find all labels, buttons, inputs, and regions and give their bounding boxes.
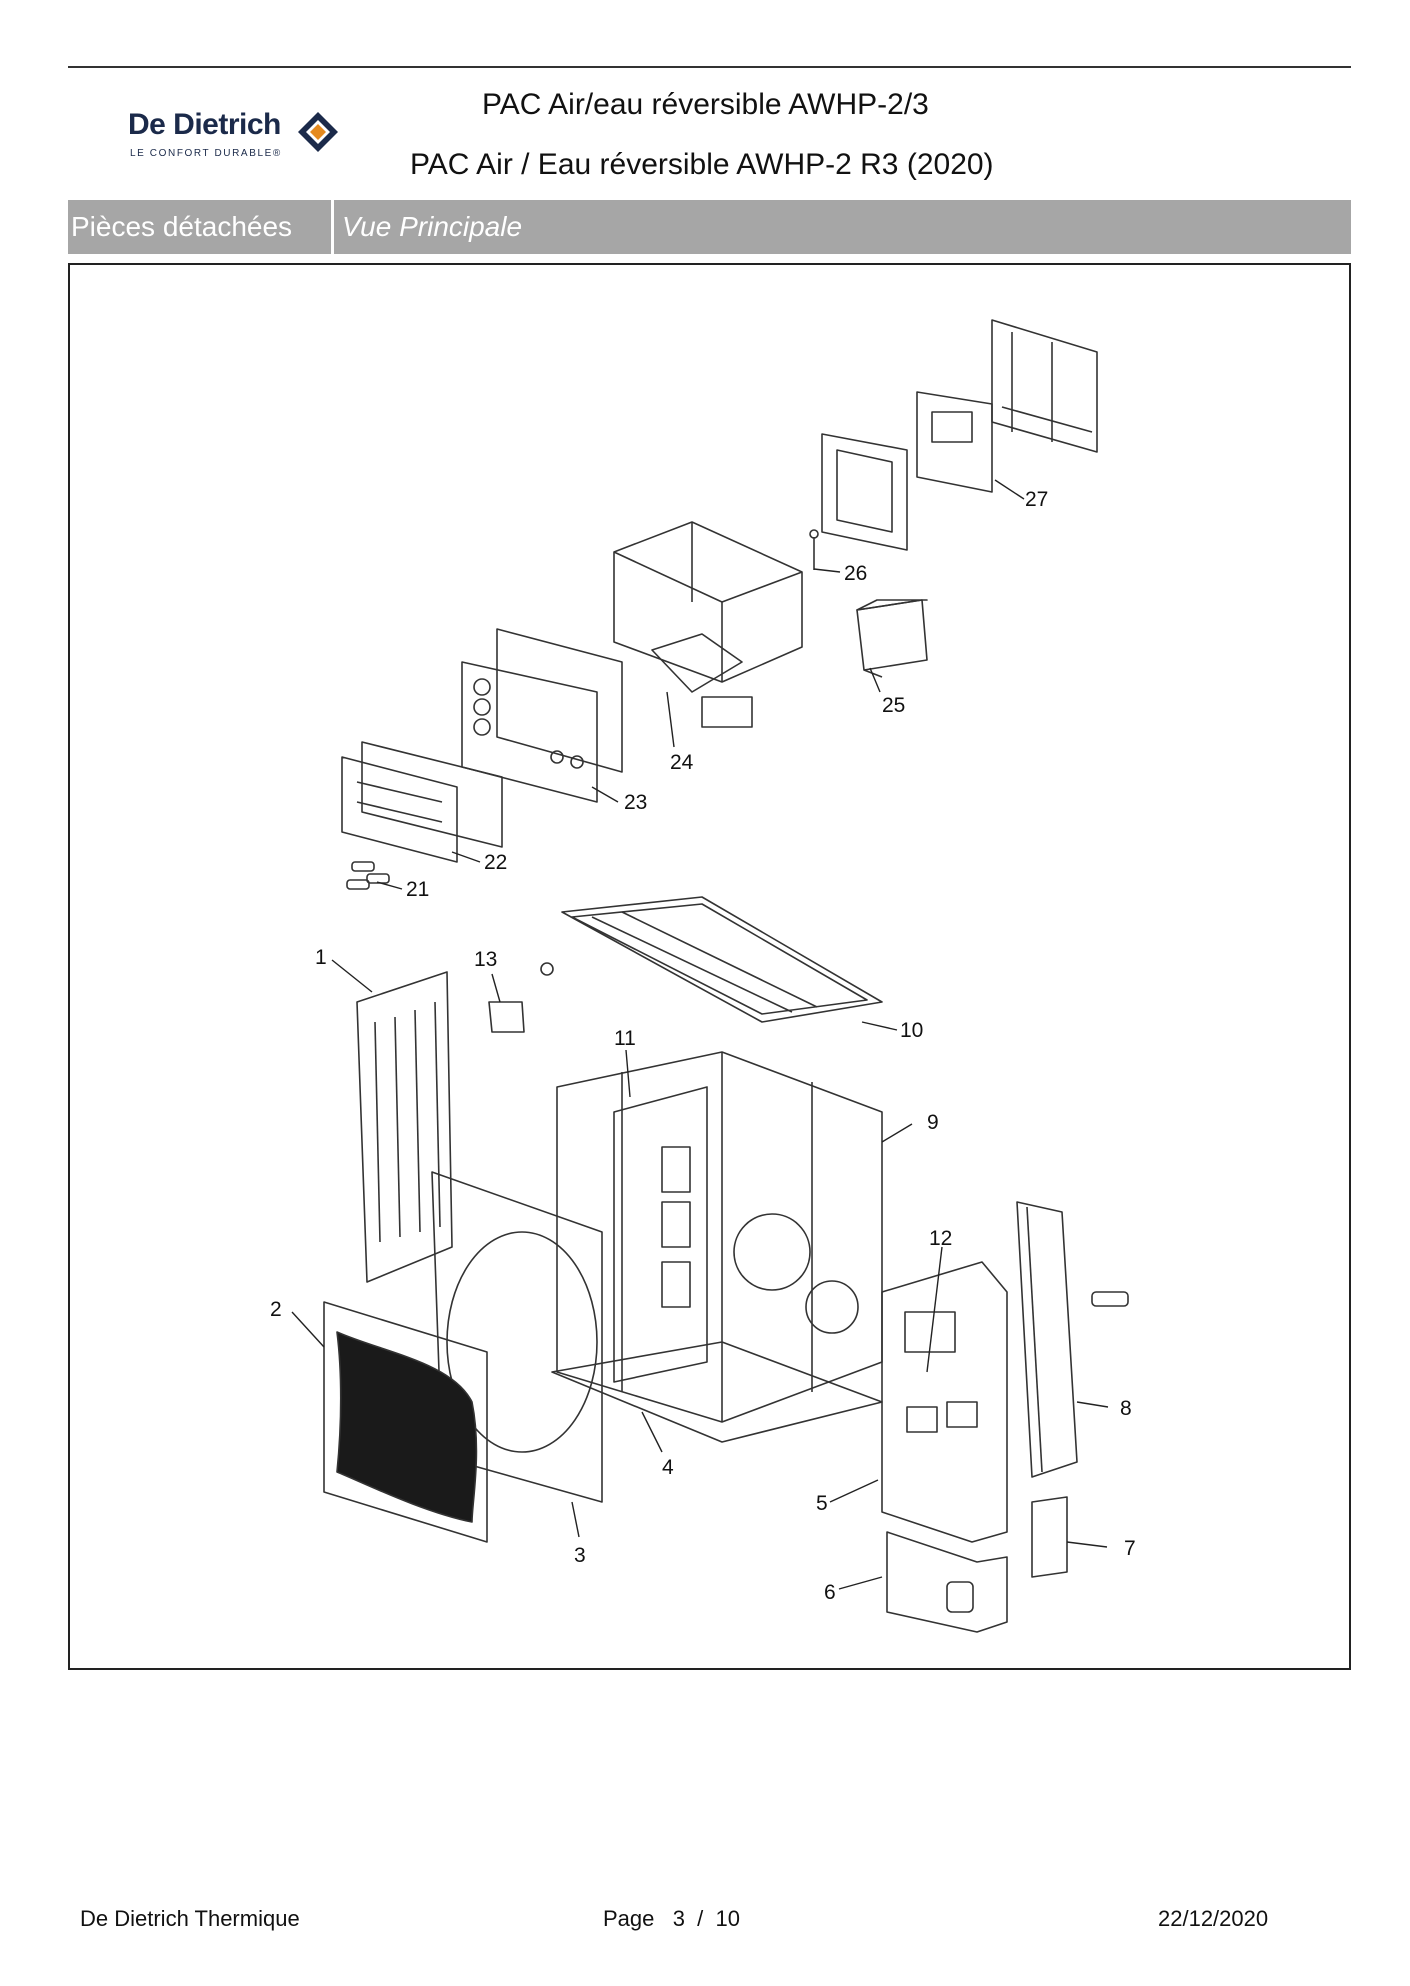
part-2-front-grille xyxy=(323,1301,488,1543)
callout-3: 3 xyxy=(574,1544,586,1567)
callout-labels: 27 26 25 24 23 22 21 1 13 10 11 9 12 8 2… xyxy=(270,488,1136,1604)
callout-4: 4 xyxy=(662,1456,674,1479)
document-title-line2: PAC Air / Eau réversible AWHP-2 R3 (2020… xyxy=(410,148,994,181)
callout-1: 1 xyxy=(315,946,327,969)
part-3-front-panel xyxy=(431,1171,603,1503)
part-9-chassis xyxy=(556,1051,883,1423)
footer-page-number: Page 3 / 10 xyxy=(603,1906,740,1931)
footer-company: De Dietrich Thermique xyxy=(80,1906,300,1931)
callout-26: 26 xyxy=(844,562,867,585)
footer-date: 22/12/2020 xyxy=(1158,1906,1269,1931)
callout-7: 7 xyxy=(1124,1537,1136,1560)
exploded-diagram-frame: 27 26 25 24 23 22 21 1 13 10 11 9 12 8 2… xyxy=(68,263,1351,1670)
callout-5: 5 xyxy=(816,1492,828,1515)
section-banner: Pièces détachées Vue Principale xyxy=(68,200,1351,254)
part-24-electrical-box xyxy=(613,521,803,728)
diamond-logo-icon xyxy=(298,112,338,152)
callout-22: 22 xyxy=(484,851,507,874)
document-title-line1: PAC Air/eau réversible AWHP-2/3 xyxy=(482,88,929,121)
part-21-fuses xyxy=(346,861,390,890)
callout-11: 11 xyxy=(614,1027,636,1050)
part-8-right-side xyxy=(1016,1201,1078,1478)
part-12-cover-plate xyxy=(1091,1291,1129,1307)
brand-name: De Dietrich xyxy=(128,108,281,141)
section-label: Pièces détachées xyxy=(68,200,334,254)
screw xyxy=(540,962,554,976)
part-13-handle xyxy=(488,1001,525,1033)
callout-21: 21 xyxy=(406,878,429,901)
part-11-partition xyxy=(613,1086,708,1383)
part-7-cover xyxy=(1031,1496,1068,1578)
callout-25: 25 xyxy=(882,694,905,717)
part-5-side-panel xyxy=(881,1261,1008,1543)
callout-27: 27 xyxy=(1025,488,1048,511)
callout-9: 9 xyxy=(927,1111,939,1134)
callout-23: 23 xyxy=(624,791,647,814)
part-26-sensor xyxy=(809,529,819,570)
top-rule xyxy=(68,66,1351,68)
callout-12: 12 xyxy=(929,1227,952,1250)
callout-10: 10 xyxy=(900,1019,923,1042)
part-25-filter-box xyxy=(856,599,928,678)
part-10-top-cover xyxy=(561,896,883,1023)
callout-8: 8 xyxy=(1120,1397,1132,1420)
exploded-view-diagram: 27 26 25 24 23 22 21 1 13 10 11 9 12 8 2… xyxy=(270,319,1136,1633)
leader-lines xyxy=(291,479,1109,1590)
brand-tagline: LE CONFORT DURABLE® xyxy=(130,148,282,159)
part-23-inverter-board xyxy=(461,628,623,803)
part-1-rear-grille xyxy=(356,971,453,1283)
brand-logo: De Dietrich LE CONFORT DURABLE® xyxy=(128,108,348,168)
callout-6: 6 xyxy=(824,1581,836,1604)
view-label: Vue Principale xyxy=(342,211,523,242)
callout-24: 24 xyxy=(670,751,694,774)
part-6-valve-cover xyxy=(886,1531,1008,1633)
part-22-main-board xyxy=(341,741,503,863)
part-27-control-board xyxy=(821,319,1098,551)
callout-2: 2 xyxy=(270,1298,282,1321)
callout-13: 13 xyxy=(474,948,497,971)
